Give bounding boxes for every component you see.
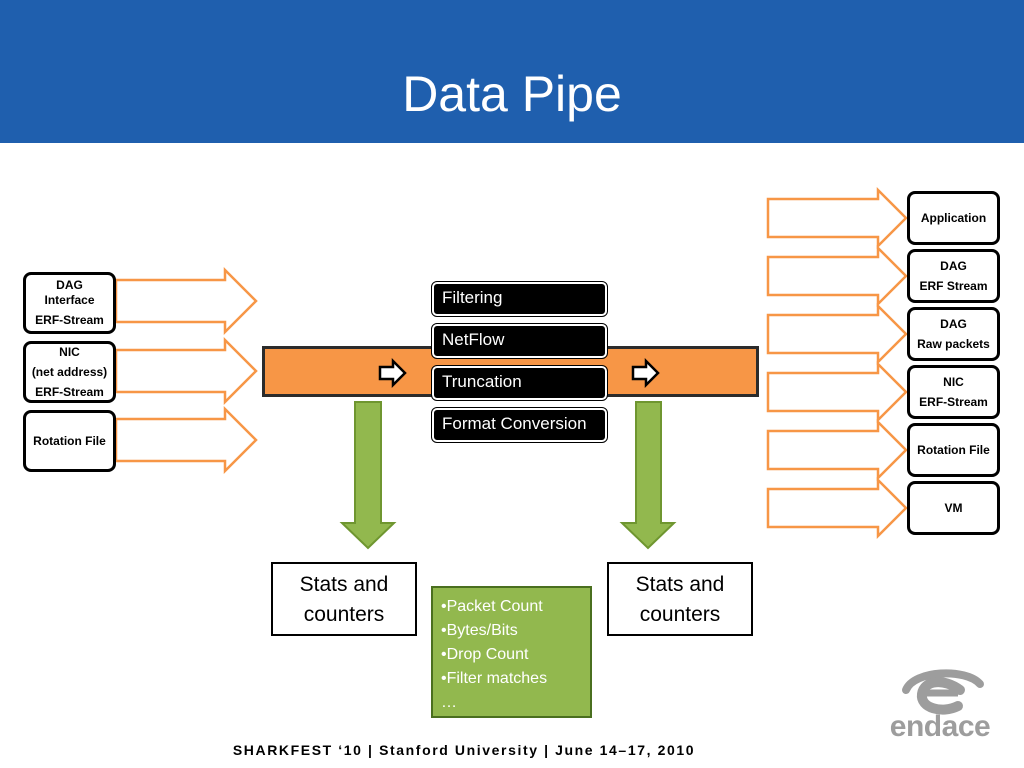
counter-item: … [441, 694, 457, 711]
pipe-arrow-icon-right [631, 357, 660, 389]
down-arrow-left [339, 401, 397, 550]
dest-line: DAG [940, 259, 967, 273]
output-arrow-2 [766, 244, 908, 308]
stats-box-left: Stats and counters [271, 562, 417, 636]
output-arrow-3 [766, 302, 908, 366]
pipe-arrow-icon-left [378, 357, 407, 389]
endace-logo-text: endace [889, 710, 991, 743]
op-format-conversion: Format Conversion [431, 407, 608, 443]
source-line: ERF-Stream [35, 313, 104, 327]
input-arrow-2 [114, 336, 258, 406]
output-arrow-1 [766, 186, 908, 250]
source-line: ERF-Stream [35, 385, 104, 399]
dest-line: VM [944, 501, 963, 515]
dest-application: Application [907, 191, 1000, 245]
op-netflow: NetFlow [431, 323, 608, 359]
counters-list: •Packet Count •Bytes/Bits •Drop Count •F… [431, 586, 592, 718]
stats-line: Stats and [299, 573, 389, 596]
source-line: NIC [59, 345, 80, 359]
dest-line: ERF Stream [919, 279, 988, 293]
dest-dag-erf: DAG ERF Stream [907, 249, 1000, 303]
counter-item: •Drop Count [441, 646, 529, 663]
output-arrow-4 [766, 360, 908, 424]
source-line: Interface [44, 293, 95, 307]
endace-e-logo-icon [902, 669, 984, 715]
output-arrow-5 [766, 418, 908, 482]
footer: SHARKFEST ‘10 | Stanford University | Ju… [232, 742, 696, 758]
title-bar [0, 0, 1024, 143]
dest-rotation-file: Rotation File [907, 423, 1000, 477]
dest-line: ERF-Stream [919, 395, 988, 409]
counter-item: •Filter matches [441, 670, 548, 687]
dest-line: Raw packets [917, 337, 990, 351]
counter-item: •Bytes/Bits [441, 622, 518, 639]
stats-box-right: Stats and counters [607, 562, 753, 636]
counter-item: •Packet Count [441, 598, 543, 615]
op-filtering: Filtering [431, 281, 608, 317]
stats-line: counters [303, 603, 385, 626]
dest-line: DAG [940, 317, 967, 331]
stats-line: counters [639, 603, 721, 626]
source-line: DAG [56, 278, 83, 292]
down-arrow-right [619, 401, 677, 550]
source-line: (net address) [31, 365, 108, 379]
input-arrow-1 [114, 266, 258, 336]
source-line: Rotation File [33, 433, 106, 448]
output-arrow-6 [766, 476, 908, 540]
dest-line: NIC [943, 375, 964, 389]
dest-dag-raw: DAG Raw packets [907, 307, 1000, 361]
dest-vm: VM [907, 481, 1000, 535]
source-nic: NIC (net address) ERF-Stream [23, 341, 116, 403]
source-rotation-file: Rotation File [23, 410, 116, 472]
slide-title: Data Pipe [402, 66, 622, 122]
input-arrow-3 [114, 405, 258, 475]
op-truncation: Truncation [431, 365, 608, 401]
dest-line: Rotation File [917, 443, 990, 457]
source-dag-interface: DAG Interface ERF-Stream [23, 272, 116, 334]
stats-line: Stats and [635, 573, 725, 596]
dest-nic: NIC ERF-Stream [907, 365, 1000, 419]
dest-line: Application [920, 211, 987, 225]
